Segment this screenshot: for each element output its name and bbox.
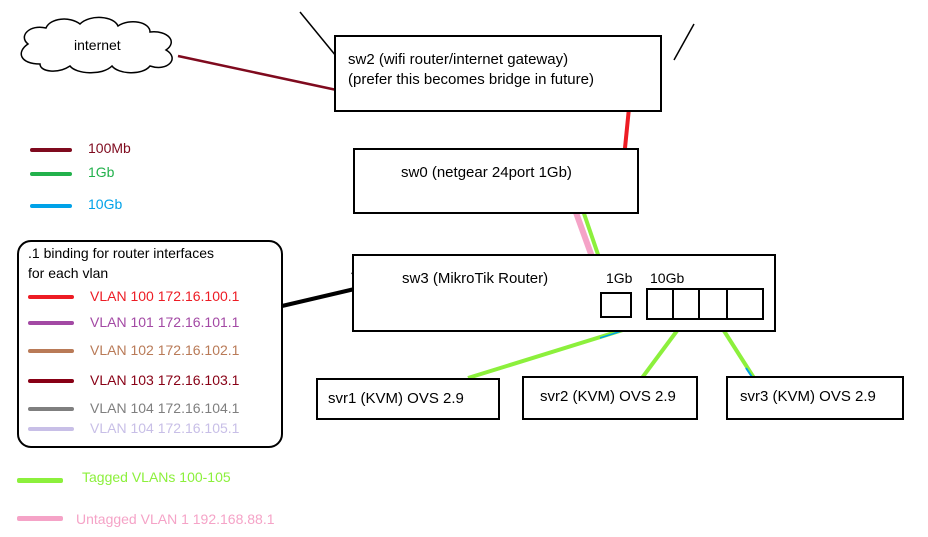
legend-100mb-label: 100Mb [88,140,131,156]
vlan-104-swatch [28,407,74,411]
svr1-label: svr1 (KVM) OVS 2.9 [328,390,464,407]
svr2-node: svr2 (KVM) OVS 2.9 [522,376,698,420]
vlan-binding-box: .1 binding for router interfaces for eac… [17,240,283,448]
internet-label: internet [74,37,121,53]
sw0-node: sw0 (netgear 24port 1Gb) [353,148,639,214]
sw3-label: sw3 (MikroTik Router) [402,270,549,287]
sw3-node: sw3 (MikroTik Router) 1Gb 10Gb [352,254,776,332]
svr3-label: svr3 (KVM) OVS 2.9 [740,388,876,405]
sw2-label: sw2 (wifi router/internet gateway) [348,51,569,68]
vlan-100-label: VLAN 100 172.16.100.1 [90,288,240,304]
svr2-label: svr2 (KVM) OVS 2.9 [540,388,676,405]
svr1-node: svr1 (KVM) OVS 2.9 [316,378,500,420]
vlan-100-swatch [28,295,74,299]
vlan-103-swatch [28,379,74,383]
untagged-legend-swatch [17,516,63,521]
svr3-node: svr3 (KVM) OVS 2.9 [726,376,904,420]
legend-1gb-label: 1Gb [88,164,115,180]
port-10gb-3 [698,288,728,320]
internet-cloud-icon [20,16,173,74]
sw2-node: sw2 (wifi router/internet gateway) (pref… [334,35,662,112]
port-10gb-4 [726,288,764,320]
sw0-label: sw0 (netgear 24port 1Gb) [401,164,572,181]
port-10gb-label: 10Gb [650,270,685,286]
sw2-antenna-right [673,23,695,61]
vlan-105-label: VLAN 104 172.16.105.1 [90,420,240,436]
untagged-legend-label: Untagged VLAN 1 192.168.88.1 [76,511,275,527]
legend-10gb-swatch [30,204,72,208]
tagged-legend-swatch [17,478,63,483]
vlan-box-title-line2: for each vlan [28,265,109,281]
sw2-note: (prefer this becomes bridge in future) [348,71,594,88]
sw2-antenna-left [299,11,337,57]
vlan-101-label: VLAN 101 172.16.101.1 [90,314,240,330]
vlan-102-swatch [28,349,74,353]
tagged-legend-label: Tagged VLANs 100-105 [82,469,231,485]
internet-to-sw2-link [177,54,347,94]
legend-100mb-swatch [30,148,72,152]
port-10gb-2 [672,288,700,320]
legend-10gb-label: 10Gb [88,196,123,212]
port-1gb-label: 1Gb [606,270,633,286]
vlan-box-title-line1: .1 binding for router interfaces [28,245,214,261]
port-1gb [600,292,632,318]
vlan-103-label: VLAN 103 172.16.103.1 [90,372,240,388]
vlan-102-label: VLAN 102 172.16.102.1 [90,342,240,358]
port-10gb-1 [646,288,674,320]
vlan-105-swatch [28,427,74,431]
legend-1gb-swatch [30,172,72,176]
vlan-104-label: VLAN 104 172.16.104.1 [90,400,240,416]
vlan-101-swatch [28,321,74,325]
